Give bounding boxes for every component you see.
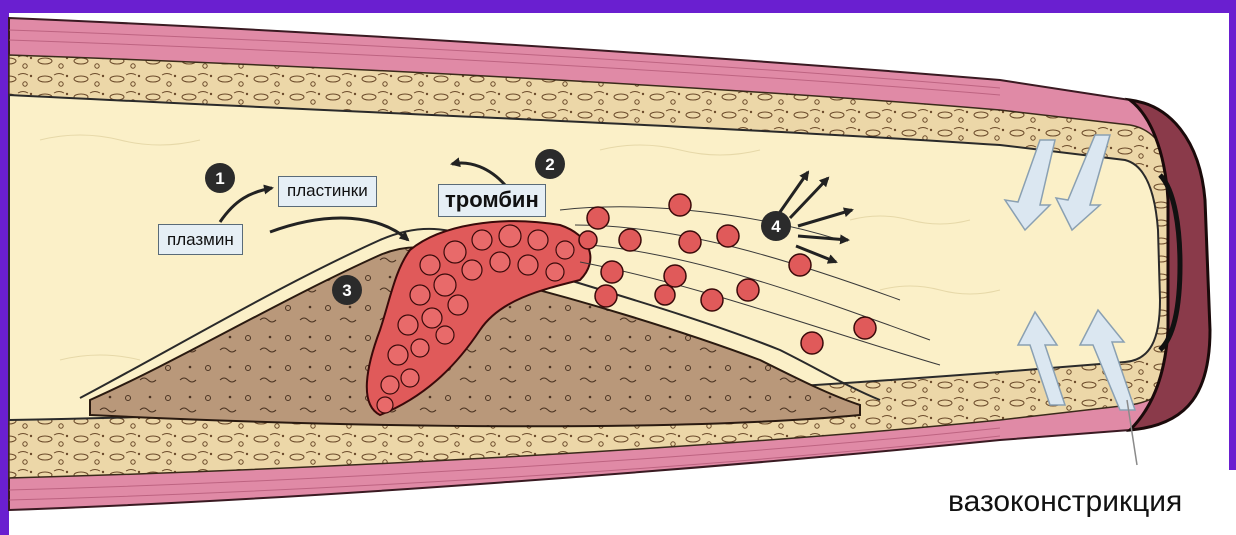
- svg-text:4: 4: [771, 217, 781, 236]
- step-marker-1: 1: [205, 163, 235, 193]
- top-frame-border: [0, 0, 1236, 13]
- step-marker-4: 4: [761, 211, 791, 241]
- step-marker-3: 3: [332, 275, 362, 305]
- platelets-label: пластинки: [278, 176, 377, 207]
- plasmin-label: плазмин: [158, 224, 243, 255]
- svg-text:1: 1: [215, 169, 224, 188]
- svg-text:2: 2: [545, 155, 554, 174]
- left-frame-border: [0, 0, 9, 535]
- thrombin-label: тромбин: [438, 184, 546, 217]
- vasoconstriction-label: вазоконстрикция: [946, 487, 1184, 517]
- right-frame-border: [1229, 0, 1236, 470]
- step-marker-2: 2: [535, 149, 565, 179]
- svg-text:3: 3: [342, 281, 351, 300]
